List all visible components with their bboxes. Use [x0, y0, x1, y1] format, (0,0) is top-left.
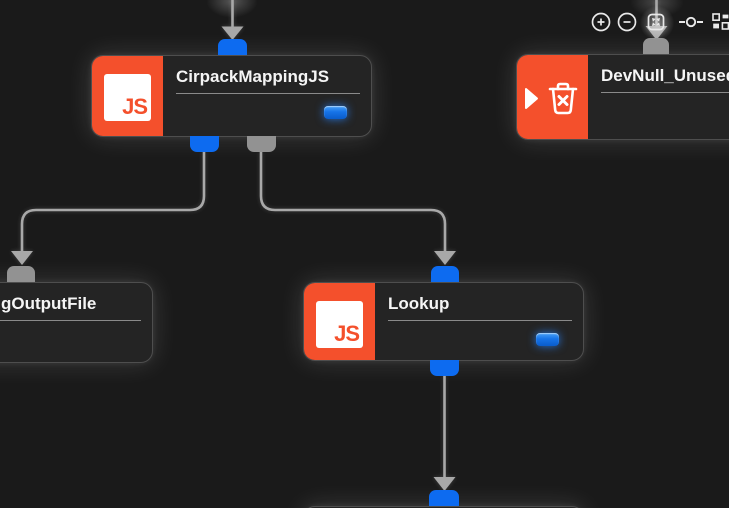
node-body: DevNull_UnusedE [588, 55, 729, 139]
port-out-cirpack-2[interactable] [247, 136, 276, 152]
node-devnull-unused[interactable]: DevNull_UnusedE [516, 54, 729, 140]
node-title: CirpackMappingJS [176, 67, 330, 86]
js-logo-text: JS [334, 321, 360, 346]
title-divider [388, 320, 572, 321]
port-out-lookup[interactable] [430, 360, 459, 376]
trash-delete-icon [517, 55, 588, 139]
title-divider [601, 92, 729, 93]
port-in-output-file[interactable] [7, 266, 35, 282]
edge-cirpack-to-outputfile[interactable] [11, 152, 206, 265]
reset-zoom-icon[interactable] [678, 15, 704, 29]
grid-layout-icon[interactable] [712, 13, 729, 30]
js-icon: JS [92, 56, 163, 136]
hop-indicator-pill[interactable] [536, 333, 559, 346]
node-title: gOutputFile [1, 294, 97, 313]
node-lookup[interactable]: JS Lookup [303, 282, 584, 361]
edge-lookup-to-offscreen[interactable] [433, 375, 456, 491]
port-in-lookup[interactable] [431, 266, 459, 282]
edge-into-cirpack[interactable] [221, 0, 244, 40]
port-in-cirpack[interactable] [218, 39, 247, 55]
js-logo: JS [104, 74, 151, 121]
node-body: Lookup [375, 283, 583, 360]
hop-indicator-pill[interactable] [324, 106, 347, 119]
title-divider [0, 320, 141, 321]
edge-cirpack-to-lookup[interactable] [259, 152, 456, 265]
js-logo-text: JS [122, 94, 148, 119]
zoom-in-icon[interactable] [590, 11, 612, 33]
node-output-file[interactable]: gOutputFile [0, 282, 153, 363]
node-cirpack-mapping-js[interactable]: JS CirpackMappingJS [91, 55, 372, 137]
node-title: Lookup [388, 294, 450, 313]
node-title: DevNull_UnusedE [601, 66, 729, 85]
trash-delete-glyph [525, 82, 578, 115]
port-out-cirpack-1[interactable] [190, 136, 219, 152]
js-logo: JS [316, 301, 363, 348]
js-icon: JS [304, 283, 375, 360]
title-divider [176, 93, 360, 94]
fit-view-icon[interactable] [646, 12, 666, 32]
node-body: gOutputFile [0, 283, 152, 362]
node-body: CirpackMappingJS [163, 56, 371, 136]
port-in-bottom-node[interactable] [429, 490, 459, 506]
port-in-devnull[interactable] [643, 38, 669, 54]
zoom-out-icon[interactable] [616, 11, 638, 33]
